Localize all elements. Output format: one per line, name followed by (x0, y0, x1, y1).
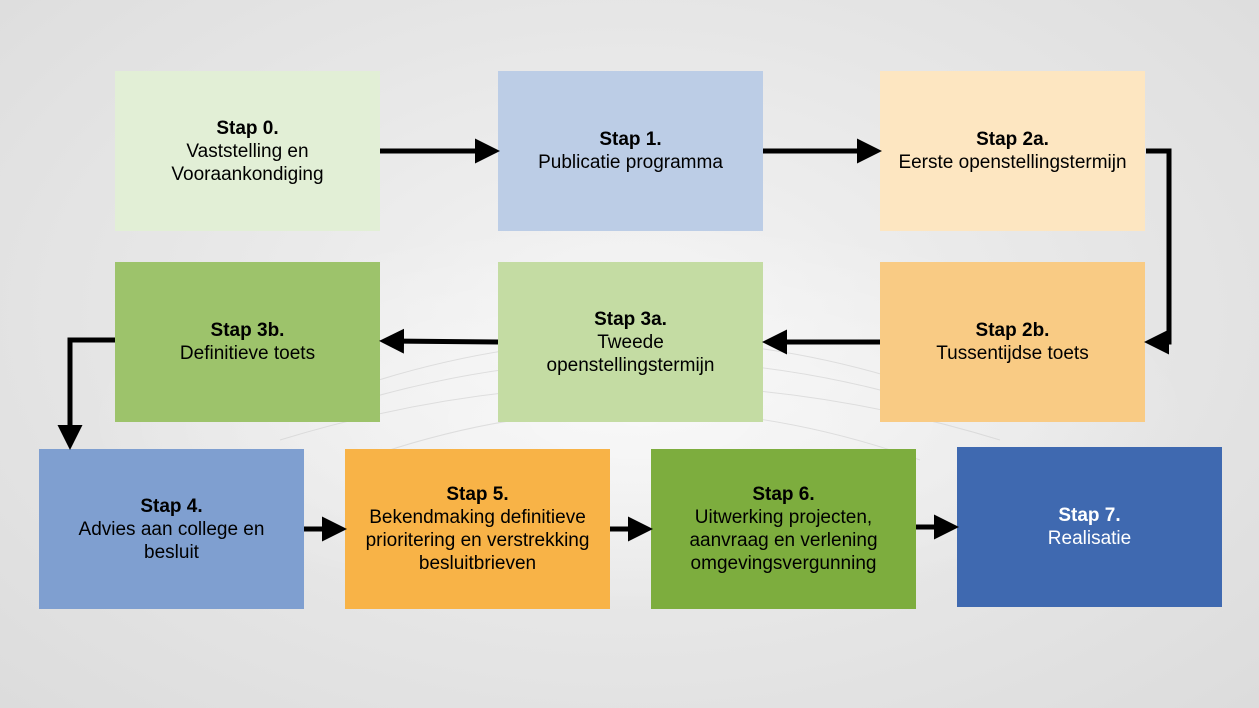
step-description: Realisatie (1047, 528, 1132, 549)
step-description: Definitieve toets (179, 343, 316, 364)
step-box-3b: Stap 3b. Definitieve toets (115, 262, 380, 422)
step-title: Stap 1. (599, 129, 662, 150)
step-description: Tweede openstellingstermijn (546, 331, 715, 376)
arrow-3b-to-4 (57, 337, 115, 450)
step-box-4: Stap 4. Advies aan college en besluit (39, 449, 304, 609)
step-title: Stap 2a. (976, 129, 1049, 150)
step-title: Stap 3a. (594, 308, 667, 330)
step-description: Advies aan college en besluit (78, 518, 265, 563)
step-box-2a: Stap 2a. Eerste openstellingstermijn (880, 71, 1145, 231)
step-title: Stap 4. (140, 495, 203, 517)
step-description: Tussentijdse toets (936, 343, 1089, 364)
step-description: Uitwerking projecten, aanvraag en verlen… (689, 507, 878, 574)
step-box-7: Stap 7. Realisatie (957, 447, 1222, 607)
step-title: Stap 2b. (975, 320, 1050, 341)
step-box-1: Stap 1. Publicatie programma (498, 71, 763, 231)
step-description: Vaststelling en Vooraankondiging (171, 140, 324, 185)
step-box-3a: Stap 3a. Tweede openstellingstermijn (498, 262, 763, 422)
step-title: Stap 7. (1058, 505, 1121, 526)
arrow-3a-to-3b (379, 328, 499, 354)
arrow-2a-to-2b (1144, 148, 1172, 355)
step-box-0: Stap 0. Vaststelling en Vooraankondiging (115, 71, 380, 231)
step-title: Stap 6. (752, 484, 815, 505)
step-title: Stap 0. (216, 117, 279, 139)
step-description: Publicatie programma (538, 152, 723, 173)
step-title: Stap 3b. (210, 320, 285, 341)
step-description: Eerste openstellingstermijn (898, 152, 1127, 173)
step-box-5: Stap 5. Bekendmaking definitieve priorit… (345, 449, 610, 609)
step-description: Bekendmaking definitieve prioritering en… (365, 507, 590, 574)
step-title: Stap 5. (446, 484, 509, 505)
step-box-6: Stap 6. Uitwerking projecten, aanvraag e… (651, 449, 916, 609)
step-box-2b: Stap 2b. Tussentijdse toets (880, 262, 1145, 422)
